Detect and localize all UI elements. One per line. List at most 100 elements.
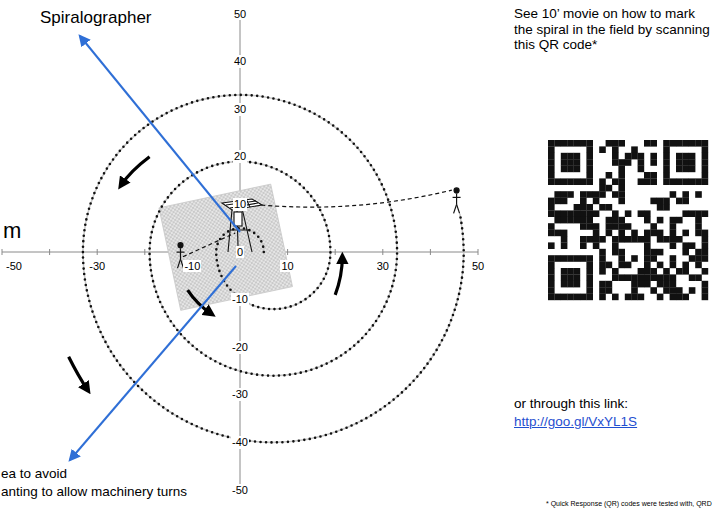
qr-module	[676, 236, 683, 243]
qr-module	[663, 281, 670, 288]
qr-module	[682, 198, 689, 205]
qr-module	[548, 274, 555, 281]
qr-module	[606, 223, 613, 230]
qr-module	[561, 236, 568, 243]
qr-module	[676, 294, 683, 301]
qr-module	[567, 217, 574, 224]
qr-code	[544, 136, 712, 304]
spiral-path	[83, 95, 464, 442]
qr-module	[612, 210, 619, 217]
qr-module	[574, 281, 581, 288]
axis-tick	[2, 249, 3, 255]
qr-module	[586, 140, 593, 147]
qr-module	[554, 178, 561, 185]
qr-module	[682, 210, 689, 217]
qr-module	[599, 287, 606, 294]
qr-module	[580, 255, 587, 262]
qr-module	[561, 274, 568, 281]
qr-module	[561, 255, 568, 262]
qr-module	[548, 294, 555, 301]
y-tick-label: 20	[233, 150, 247, 163]
qr-module	[695, 210, 702, 217]
qr-module	[599, 268, 606, 275]
spiral-guide	[83, 95, 464, 442]
qr-module	[580, 204, 587, 211]
qr-module	[657, 230, 664, 237]
qr-module	[676, 140, 683, 147]
qr-module	[644, 178, 651, 185]
qr-module	[670, 191, 677, 198]
qr-module	[644, 210, 651, 217]
qr-module	[612, 242, 619, 249]
qr-module	[682, 159, 689, 166]
qr-module	[618, 159, 625, 166]
qr-module	[657, 236, 664, 243]
qr-module	[548, 204, 555, 211]
qr-module	[689, 153, 696, 160]
people-and-machine	[177, 188, 461, 268]
direction-arrow	[335, 257, 342, 295]
qr-module	[618, 255, 625, 262]
qr-module	[625, 223, 632, 230]
axes	[2, 14, 478, 490]
qr-module	[702, 140, 709, 147]
qr-module	[657, 281, 664, 288]
qr-module	[689, 287, 696, 294]
qr-module	[561, 178, 568, 185]
y-tick-label: 50	[233, 8, 247, 21]
qr-module	[612, 153, 619, 160]
direction-arrows	[69, 36, 343, 460]
qr-module	[554, 210, 561, 217]
qr-module	[689, 274, 696, 281]
axis-tick	[382, 249, 383, 255]
qr-module	[561, 198, 568, 205]
qr-module	[702, 268, 709, 275]
qr-module	[567, 166, 574, 173]
qr-module	[644, 281, 651, 288]
working-area	[159, 184, 293, 310]
qr-module	[644, 242, 651, 249]
axis-tick	[144, 249, 145, 255]
qr-module	[631, 146, 638, 153]
qr-module	[574, 166, 581, 173]
qr-module	[702, 236, 709, 243]
qr-module	[567, 178, 574, 185]
qr-module	[586, 178, 593, 185]
callout-label: anting to allow machinery turns	[1, 484, 187, 500]
qr-module	[574, 294, 581, 301]
qr-module	[670, 217, 677, 224]
qr-module	[567, 274, 574, 281]
qr-module	[586, 153, 593, 160]
qr-module	[650, 274, 657, 281]
y-tick-label: 0	[236, 246, 244, 259]
qr-module	[586, 223, 593, 230]
direction-arrow	[188, 290, 212, 314]
qr-module	[561, 230, 568, 237]
rope-line	[183, 233, 235, 257]
qr-module	[593, 198, 600, 205]
qr-module	[586, 217, 593, 224]
qr-module	[567, 140, 574, 147]
qr-module	[548, 159, 555, 166]
axis-tick	[287, 249, 288, 255]
callout-label: Spiralographer	[40, 8, 152, 28]
qr-module	[618, 140, 625, 147]
qr-module	[682, 191, 689, 198]
qr-module	[618, 236, 625, 243]
qr-module	[599, 185, 606, 192]
qr-module	[599, 281, 606, 288]
qr-module	[695, 249, 702, 256]
qr-module	[548, 223, 555, 230]
qr-module	[606, 262, 613, 269]
qr-module	[638, 166, 645, 173]
qr-module	[586, 268, 593, 275]
qr-module	[548, 268, 555, 275]
qr-module	[593, 230, 600, 237]
qr-module	[580, 223, 587, 230]
y-tick-label: 10	[233, 198, 247, 211]
qr-module	[580, 217, 587, 224]
qr-module	[689, 242, 696, 249]
qr-module	[689, 166, 696, 173]
